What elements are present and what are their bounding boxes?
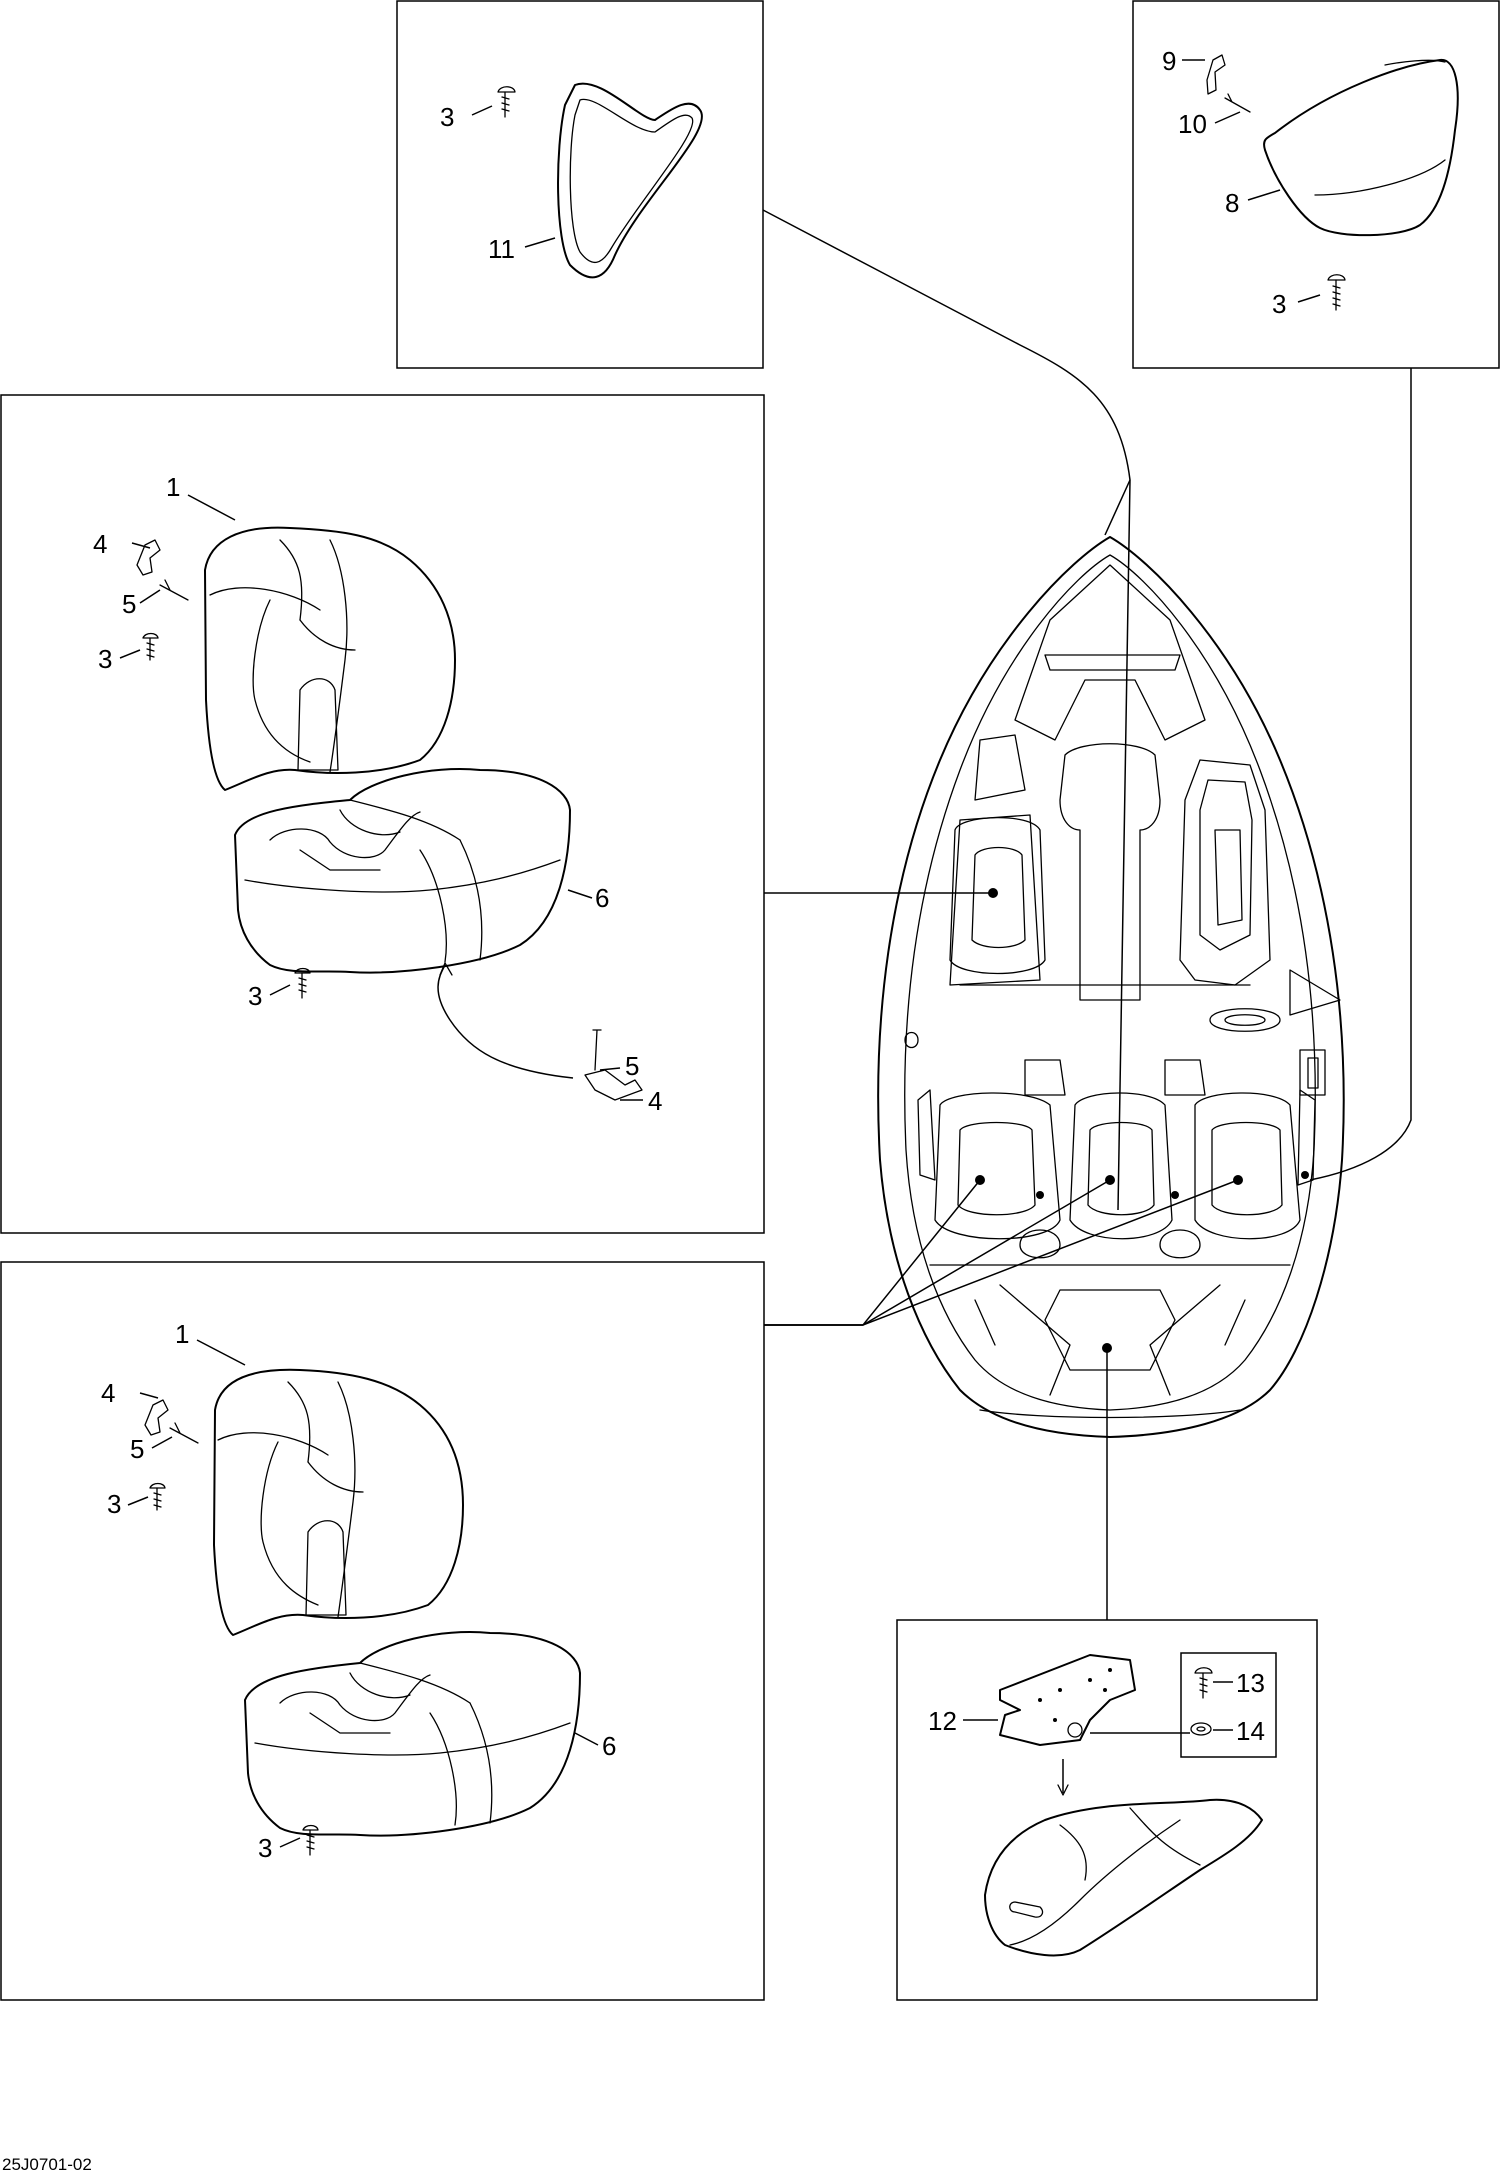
callout-5: 5 bbox=[122, 589, 136, 619]
panel-rear-seat-box bbox=[1132, 0, 1500, 369]
callout-5: 5 bbox=[625, 1051, 639, 1081]
bolt-5a bbox=[159, 579, 189, 601]
screw-13 bbox=[1194, 1667, 1213, 1699]
bracket-4c bbox=[144, 1399, 169, 1436]
screw-3f bbox=[302, 1824, 319, 1856]
storage-plate-12 bbox=[999, 1654, 1136, 1746]
bolt-5b bbox=[592, 1029, 602, 1071]
bolt-10 bbox=[1224, 93, 1251, 113]
bolt-5c bbox=[169, 1422, 199, 1444]
bench-seat-cushion bbox=[244, 1631, 581, 1837]
washer-14 bbox=[1190, 1722, 1212, 1736]
callout-11: 11 bbox=[488, 234, 515, 264]
callout-13: 13 bbox=[1236, 1668, 1265, 1698]
leader-lines bbox=[762, 209, 1412, 1620]
front-seat-cushion bbox=[234, 768, 571, 974]
callout-1: 1 bbox=[166, 472, 180, 502]
callout-14: 14 bbox=[1236, 1716, 1265, 1746]
connection-dots bbox=[975, 888, 1309, 1353]
callout-4: 4 bbox=[101, 1378, 115, 1408]
callout-12: 12 bbox=[928, 1706, 957, 1736]
callout-1: 1 bbox=[175, 1319, 189, 1349]
callout-3: 3 bbox=[440, 102, 454, 132]
panel-headrest-box bbox=[396, 0, 764, 369]
panel-bench-seat-box bbox=[0, 1261, 765, 2001]
callout-4: 4 bbox=[648, 1086, 662, 1116]
callout-3: 3 bbox=[248, 981, 262, 1011]
callout-3: 3 bbox=[107, 1489, 121, 1519]
bracket-4b bbox=[584, 1069, 643, 1101]
callout-5: 5 bbox=[130, 1434, 144, 1464]
callout-4: 4 bbox=[93, 529, 107, 559]
screw-3a bbox=[497, 86, 516, 118]
callout-3: 3 bbox=[258, 1833, 272, 1863]
screw-3b bbox=[1327, 274, 1346, 311]
callout-8: 8 bbox=[1225, 188, 1239, 218]
bench-seat-backrest bbox=[213, 1368, 464, 1636]
callout-9: 9 bbox=[1162, 46, 1176, 76]
callout-10: 10 bbox=[1178, 109, 1207, 139]
callout-6: 6 bbox=[602, 1731, 616, 1761]
callout-3: 3 bbox=[98, 644, 112, 674]
callout-3: 3 bbox=[1272, 289, 1286, 319]
screw-3c bbox=[142, 632, 159, 661]
screw-3e bbox=[149, 1482, 166, 1511]
callout-6: 6 bbox=[595, 883, 609, 913]
screw-3d bbox=[294, 967, 311, 999]
boat-hull-outline bbox=[877, 536, 1345, 1438]
bracket-9 bbox=[1206, 54, 1226, 95]
panel-hardware-inset-box bbox=[1180, 1652, 1277, 1758]
bracket-4a bbox=[136, 539, 161, 576]
drawing-code: 25J0701-02 bbox=[2, 2155, 92, 2174]
headrest-pad bbox=[557, 82, 703, 279]
front-seat-backrest bbox=[204, 526, 456, 791]
storage-cover bbox=[984, 1798, 1263, 1957]
panel-front-seat-box bbox=[0, 394, 765, 1234]
rear-seat-cushion bbox=[1263, 58, 1459, 237]
